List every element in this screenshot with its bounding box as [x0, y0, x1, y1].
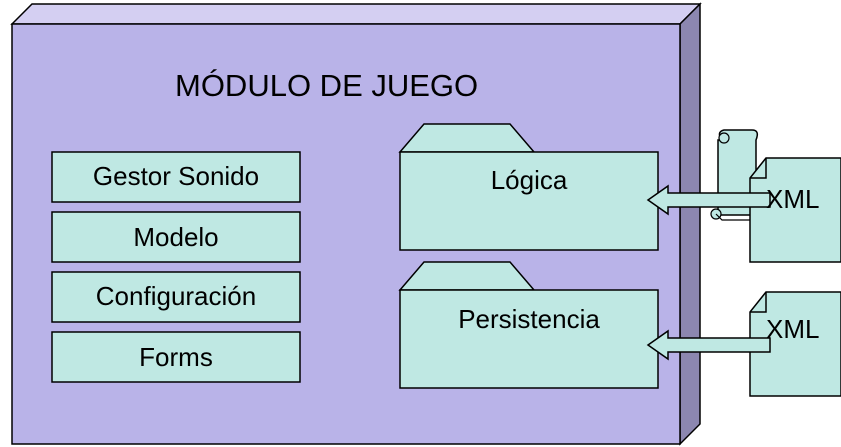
xml-label-2: XML	[766, 314, 820, 344]
module-node-side	[679, 2, 701, 446]
component-label-modelo: Modelo	[133, 222, 219, 252]
xml-document-icon-2	[749, 291, 841, 397]
component-box-modelo	[51, 211, 301, 263]
component-label-forms: Forms	[139, 342, 213, 372]
component-box-gestor-sonido	[51, 151, 301, 203]
package-tab-logica	[398, 123, 536, 153]
package-label-logica: Lógica	[490, 165, 568, 195]
component-label-gestor-sonido: Gestor Sonido	[92, 161, 260, 191]
component-box-forms	[51, 331, 301, 383]
component-box-configuracion	[51, 271, 301, 323]
module-title: MÓDULO DE JUEGO	[175, 68, 479, 103]
arrow-xml-to-persistencia	[646, 329, 771, 361]
package-body-logica	[399, 151, 659, 251]
xml-label-1: XML	[766, 184, 820, 214]
package-tab-persistencia	[398, 261, 536, 291]
arrow-xml-to-logica	[646, 184, 771, 216]
component-label-configuracion: Configuración	[95, 281, 257, 311]
module-node-top	[10, 3, 702, 25]
package-body-persistencia	[399, 289, 659, 389]
package-label-persistencia: Persistencia	[458, 304, 600, 334]
xml-document-icon-1	[749, 157, 841, 263]
